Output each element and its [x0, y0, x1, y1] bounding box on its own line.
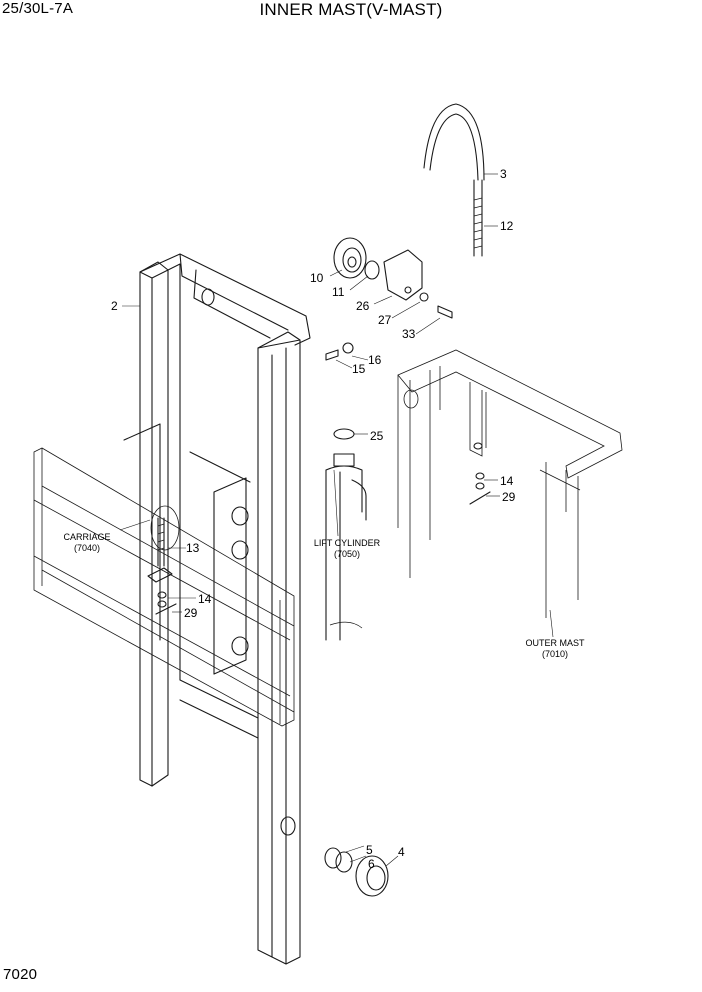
- outer-mast-label: OUTER MAST: [525, 638, 585, 648]
- assembly-labels: CARRIAGE (7040) LIFT CYLINDER (7050) OUT…: [63, 532, 585, 659]
- callout-33: 33: [402, 327, 416, 341]
- callout-14-left: 14: [198, 592, 212, 606]
- lift-cylinder-ref: (7050): [334, 549, 360, 559]
- lift-cylinder-drawing: [325, 428, 367, 641]
- callout-16: 16: [368, 353, 382, 367]
- inner-mast-drawing: [123, 253, 311, 965]
- callout-3: 3: [500, 167, 507, 181]
- lift-cylinder-label: LIFT CYLINDER: [314, 538, 381, 548]
- outer-mast-ref: (7010): [542, 649, 568, 659]
- outer-mast-drawing: [397, 349, 623, 618]
- callout-2: 2: [111, 299, 118, 313]
- callout-5: 5: [366, 843, 373, 857]
- carriage-label: CARRIAGE: [63, 532, 110, 542]
- part-callouts: 2 3 12 10 11 26 27 33 16 15 25 14 29 13 …: [111, 167, 516, 871]
- callout-15: 15: [352, 362, 366, 376]
- page-title: INNER MAST(V-MAST): [259, 0, 443, 19]
- callout-13: 13: [186, 541, 200, 555]
- page-number: 7020: [3, 966, 38, 983]
- bottom-roller-drawing: [324, 847, 389, 897]
- callout-10: 10: [310, 271, 324, 285]
- callout-29-right: 29: [502, 490, 516, 504]
- carriage-ref: (7040): [74, 543, 100, 553]
- callout-12: 12: [500, 219, 514, 233]
- callout-4: 4: [398, 845, 405, 859]
- model-code: 25/30L-7A: [2, 0, 74, 17]
- callout-26: 26: [356, 299, 370, 313]
- callout-27: 27: [378, 313, 392, 327]
- chain-drawing: [423, 103, 485, 257]
- callout-14-right: 14: [500, 474, 514, 488]
- carriage-drawing: [33, 447, 295, 727]
- callout-6: 6: [368, 857, 375, 871]
- callout-25: 25: [370, 429, 384, 443]
- sheave-drawing: [325, 237, 453, 361]
- leader-lines: [119, 173, 554, 867]
- callout-29-left: 29: [184, 606, 198, 620]
- carriage-fittings-drawing: [147, 442, 491, 615]
- callout-11: 11: [332, 285, 345, 299]
